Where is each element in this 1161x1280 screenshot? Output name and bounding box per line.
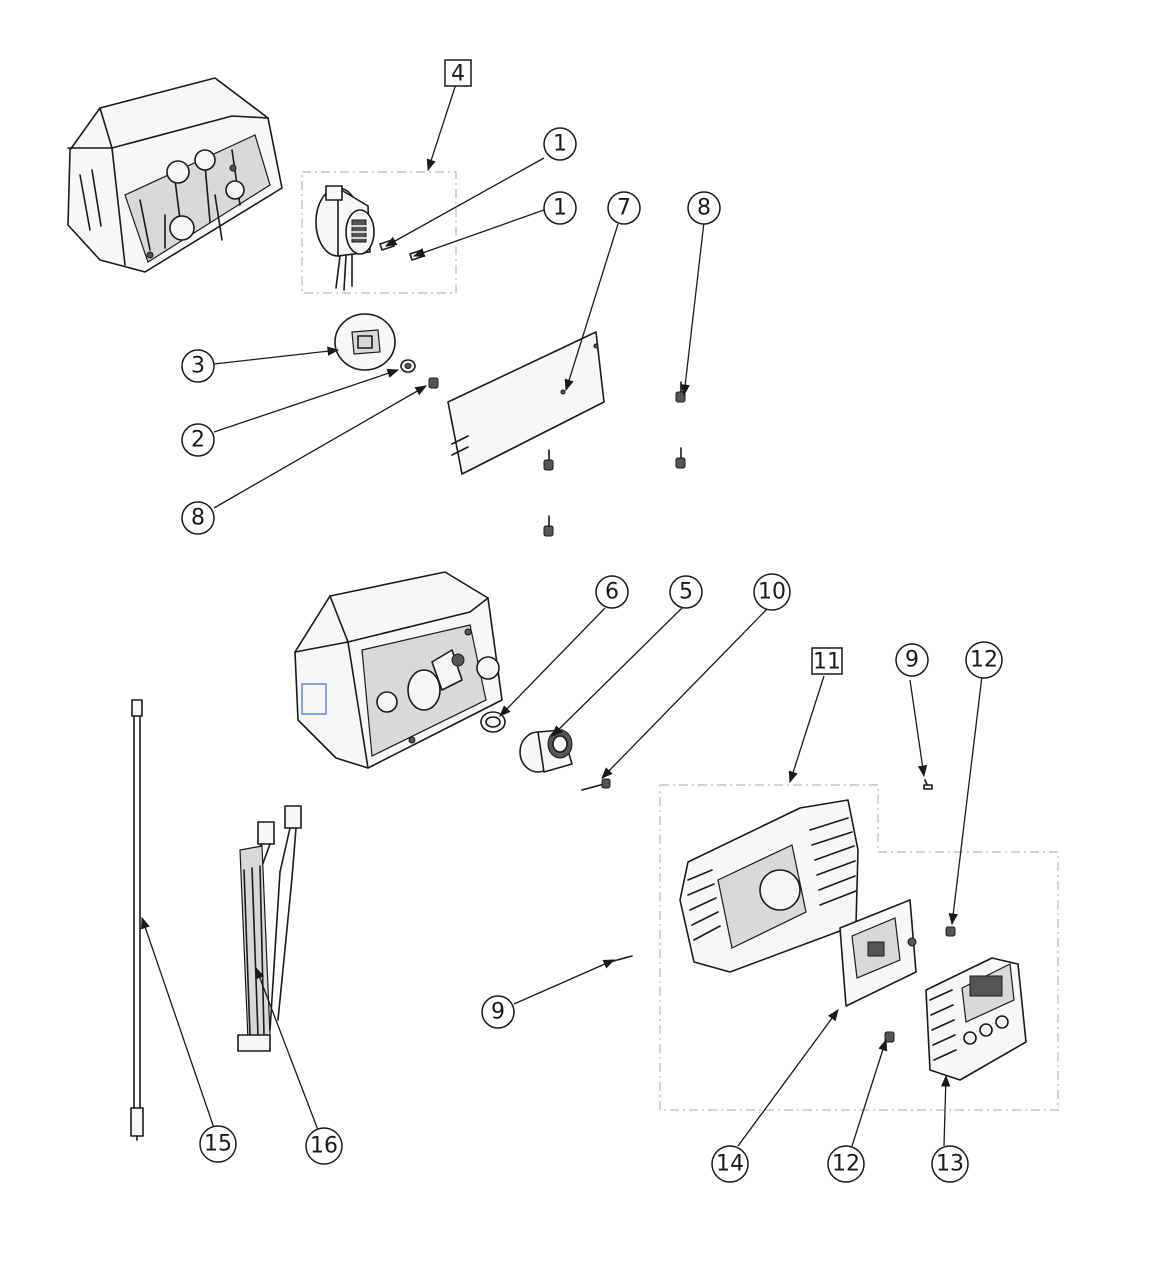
svg-text:5: 5 [679,580,693,605]
display-assembly [659,779,1059,1111]
callout-1b: 1 [543,191,577,225]
svg-text:8: 8 [697,196,711,221]
svg-text:8: 8 [191,506,205,531]
svg-text:7: 7 [617,196,631,221]
svg-text:10: 10 [758,580,786,605]
svg-text:16: 16 [310,1134,338,1159]
svg-text:9: 9 [905,648,919,673]
callout-16: 16 [305,1127,343,1165]
motor-assembly [301,171,457,294]
callout-13: 13 [931,1145,969,1183]
callout-1a: 1 [543,127,577,161]
leader-lines [140,83,983,1147]
callout-5: 5 [669,575,703,609]
callout-10: 10 [753,573,791,611]
o-ring [480,711,506,733]
pin-9 [609,955,633,963]
wiring-harness-16 [237,805,302,1052]
callout-12b: 12 [827,1145,865,1183]
callout-2: 2 [181,423,215,457]
callout-box-11: 11 [811,647,843,675]
callout-3: 3 [181,349,215,383]
svg-text:4: 4 [451,62,465,87]
bushing [519,729,573,773]
callout-12a: 12 [965,641,1003,679]
svg-text:11: 11 [813,650,841,675]
svg-text:14: 14 [716,1152,744,1177]
upper-housing-rear [67,77,283,273]
svg-text:12: 12 [970,648,998,673]
callout-8b: 8 [181,501,215,535]
svg-text:1: 1 [553,196,567,221]
callout-9a: 9 [895,643,929,677]
gasket-plate [447,331,605,475]
middle-housing [294,571,503,769]
callout-15: 15 [199,1125,237,1163]
callout-7: 7 [607,191,641,225]
screw-10 [581,778,611,791]
svg-text:2: 2 [191,428,205,453]
cam-gear [334,313,416,373]
svg-text:13: 13 [936,1152,964,1177]
svg-text:12: 12 [832,1152,860,1177]
callout-8a: 8 [687,191,721,225]
callout-9b: 9 [481,995,515,1029]
callout-labels: 4 1 1 7 8 3 2 8 [181,59,1003,1183]
svg-text:6: 6 [605,580,619,605]
svg-text:1: 1 [553,132,567,157]
svg-text:3: 3 [191,354,205,379]
svg-text:15: 15 [204,1132,232,1157]
cable-15 [130,699,144,1141]
callout-6: 6 [595,575,629,609]
callout-box-4: 4 [444,59,472,87]
svg-text:9: 9 [491,1000,505,1025]
callout-14: 14 [711,1145,749,1183]
